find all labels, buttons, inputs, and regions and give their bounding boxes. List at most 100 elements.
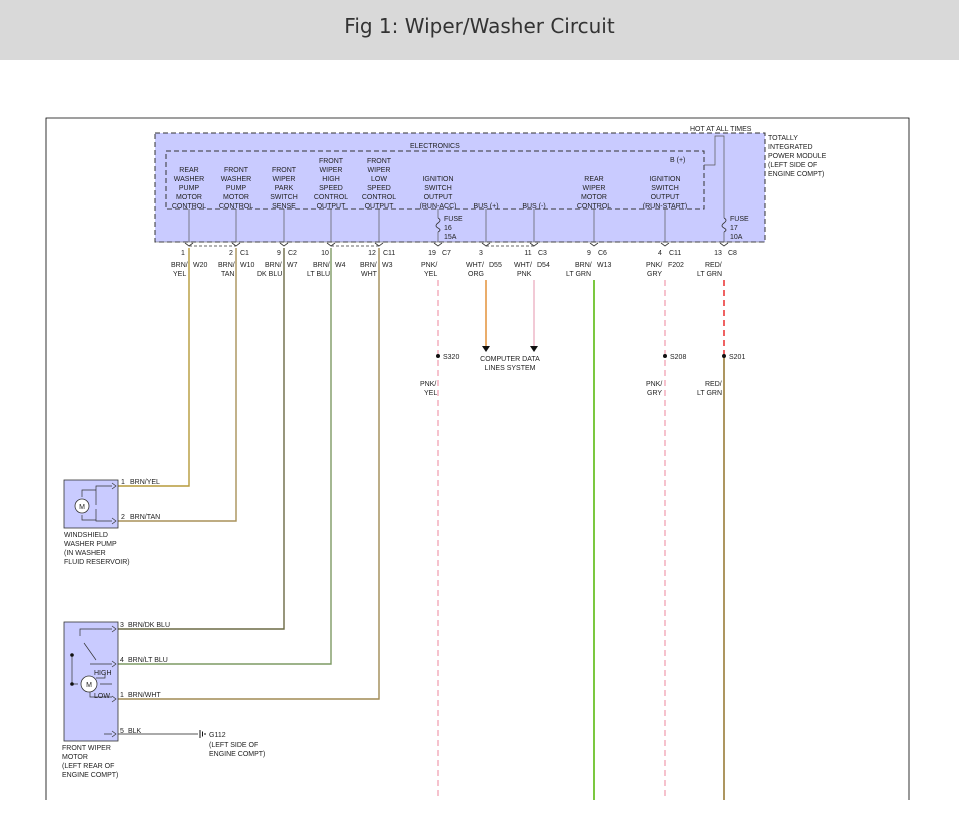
wire-circuit: W10 xyxy=(240,262,255,269)
function-label: FRONT xyxy=(272,167,297,174)
fuse-16-symbol xyxy=(435,217,441,233)
connector-chevron xyxy=(184,242,194,247)
wire-circuit: D55 xyxy=(489,262,502,269)
switch-contact xyxy=(70,682,74,686)
splice-dot xyxy=(722,354,726,358)
pin-number: 11 xyxy=(524,250,531,257)
motor-pin-wire: BRN/DK BLU xyxy=(128,622,170,629)
washer-pump-label: WASHER PUMP xyxy=(64,541,117,548)
electronics-box xyxy=(165,150,705,210)
wire-color: ORG xyxy=(468,271,484,278)
wire-brn-lt-blu xyxy=(118,248,332,665)
pin-number: 10 xyxy=(321,250,329,257)
ground-label: ENGINE COMPT) xyxy=(209,751,265,758)
wire-circuit: W4 xyxy=(335,262,346,269)
pin-number: 1 xyxy=(181,250,185,257)
connector-chevron xyxy=(111,625,117,738)
front-motor-label: (LEFT REAR OF xyxy=(62,763,114,770)
connector-chevron xyxy=(660,242,670,247)
splice-dot xyxy=(436,354,440,358)
pin-number: 9 xyxy=(587,250,591,257)
module-name-line: (LEFT SIDE OF xyxy=(768,162,817,169)
wire-color: BRN/ xyxy=(360,262,377,269)
arrow-bus-minus xyxy=(530,346,538,352)
front-motor-label: ENGINE COMPT) xyxy=(62,772,118,779)
connector-chevron xyxy=(279,242,289,247)
fuse-17-symbol xyxy=(721,217,727,233)
electronics-label: ELECTRONICS xyxy=(410,143,460,150)
front-motor-symbol xyxy=(80,675,98,693)
washer-pump-label: FLUID RESERVOIR) xyxy=(64,559,130,566)
washer-pin-wire: BRN/TAN xyxy=(130,514,160,521)
function-label: CONTROL xyxy=(577,203,611,210)
function-label: OUTPUT xyxy=(317,203,347,210)
function-label: (RUN-START) xyxy=(643,203,687,210)
wire-color: LT GRN xyxy=(697,271,722,278)
front-motor-letter: M xyxy=(86,682,92,689)
washer-pin-number: 2 xyxy=(121,514,125,521)
function-label: MOTOR xyxy=(581,194,607,201)
splice-wire-color: PNK/ xyxy=(646,381,662,388)
splice-dot xyxy=(663,354,667,358)
wire-color: BRN/ xyxy=(265,262,282,269)
computer-data-label: COMPUTER DATA xyxy=(480,356,540,363)
splice-wire-color: YEL xyxy=(424,390,437,397)
function-label: IGNITION xyxy=(422,176,453,183)
connector-chevron xyxy=(111,482,117,525)
wire-circuit: W20 xyxy=(193,262,208,269)
wire-color: RED/ xyxy=(705,262,722,269)
wire-color: PNK/ xyxy=(646,262,662,269)
function-label: WIPER xyxy=(273,176,296,183)
function-label: CONTROL xyxy=(219,203,253,210)
splice-wire-color: PNK/ xyxy=(420,381,436,388)
connector-id: C6 xyxy=(598,250,607,257)
function-label: FRONT xyxy=(367,158,392,165)
connector-chevron xyxy=(719,242,729,247)
function-label: IGNITION xyxy=(649,176,680,183)
wire-color: BRN/ xyxy=(218,262,235,269)
function-label: SWITCH xyxy=(424,185,452,192)
function-label: OUTPUT xyxy=(424,194,454,201)
connector-id: C1 xyxy=(240,250,249,257)
pin-number: 12 xyxy=(368,250,376,257)
washer-pump-label: WINDSHIELD xyxy=(64,532,108,539)
connector-id: C3 xyxy=(538,250,547,257)
splice-id: S320 xyxy=(443,354,459,361)
function-label: WIPER xyxy=(368,167,391,174)
front-motor-label: FRONT WIPER xyxy=(62,745,111,752)
function-label: CONTROL xyxy=(362,194,396,201)
wire-circuit: F202 xyxy=(668,262,684,269)
wire-color: BRN/ xyxy=(575,262,592,269)
washer-pump-motor-letter: M xyxy=(79,504,85,511)
function-label: SENSE xyxy=(272,203,296,210)
wire-circuit: W13 xyxy=(597,262,612,269)
wire-labels: BRN/ YEL W20 BRN/ TAN W10 BRN/ DK BLU W7… xyxy=(171,262,722,278)
splice-id: S201 xyxy=(729,354,745,361)
wire-brn-wht xyxy=(118,248,380,700)
function-label: BUS (+) xyxy=(473,203,498,210)
pin-number: 4 xyxy=(658,250,662,257)
ground-id: G112 xyxy=(209,732,226,739)
function-label: MOTOR xyxy=(176,194,202,201)
computer-data-label: LINES SYSTEM xyxy=(485,365,536,372)
ground-symbol xyxy=(199,730,206,738)
figure-header: Fig 1: Wiper/Washer Circuit xyxy=(0,0,959,60)
washer-pin-number: 1 xyxy=(121,479,125,486)
function-label: REAR xyxy=(584,176,603,183)
function-label: FRONT xyxy=(224,167,249,174)
fuse-16-label: FUSE xyxy=(444,216,463,223)
module-name-line: ENGINE COMPT) xyxy=(768,171,824,178)
pin-number: 9 xyxy=(277,250,281,257)
washer-pump-motor xyxy=(74,498,90,514)
pin-number: 13 xyxy=(714,250,722,257)
motor-pin-wire: BLK xyxy=(128,728,142,735)
function-label: PUMP xyxy=(179,185,200,192)
splice-id: S208 xyxy=(670,354,686,361)
splice-wire-color: LT GRN xyxy=(697,390,722,397)
pin-number: 19 xyxy=(428,250,436,257)
wire-color: TAN xyxy=(221,271,234,278)
function-label: PARK xyxy=(275,185,294,192)
front-motor-label: MOTOR xyxy=(62,754,88,761)
module-name-line: INTEGRATED xyxy=(768,144,813,151)
hot-at-all-times-label: HOT AT ALL TIMES xyxy=(690,126,752,133)
